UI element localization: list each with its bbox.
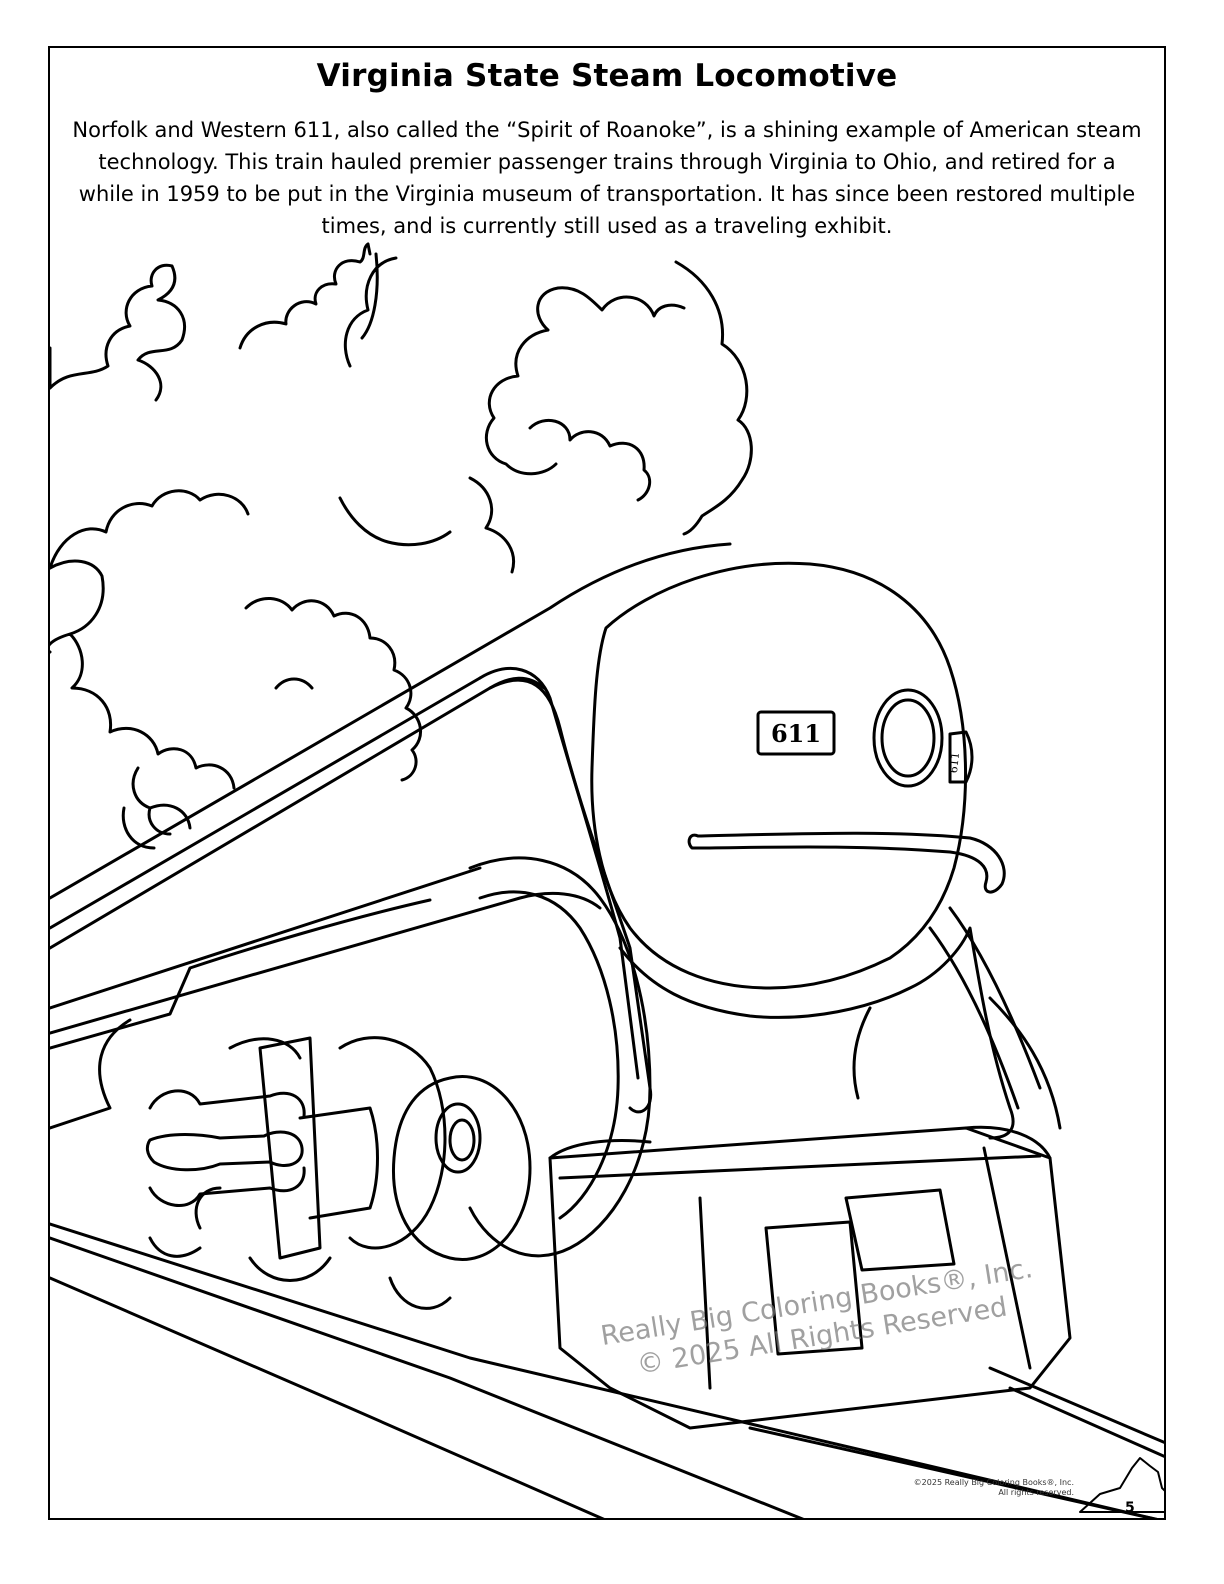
side-plate-text: 611 — [947, 752, 962, 774]
footer-copyright: ©2025 Really Big Coloring Books®, Inc. A… — [914, 1478, 1074, 1498]
headlight-inner — [880, 698, 936, 778]
rail-right — [988, 1366, 1164, 1444]
number-plate — [756, 710, 836, 756]
number-plate-text-layer: 611 611 — [771, 719, 962, 774]
page-description: Norfolk and Western 611, also called the… — [72, 118, 1142, 238]
boiler-top-line — [50, 542, 732, 900]
pilot-panel-left — [764, 1220, 864, 1356]
locomotive-illustration — [50, 242, 1164, 1518]
footer-copyright-line2: All rights reserved. — [998, 1488, 1074, 1497]
front-fender — [618, 926, 1015, 1140]
number-plate-text: 611 — [771, 719, 821, 748]
coloring-page: Virginia State Steam Locomotive Norfolk … — [48, 46, 1166, 1520]
footer-copyright-line1: ©2025 Really Big Coloring Books®, Inc. — [913, 1478, 1074, 1487]
nose-cone — [590, 561, 968, 990]
virginia-outline-icon — [1079, 1457, 1164, 1513]
handrail — [687, 831, 1006, 894]
driving-wheel — [391, 1075, 532, 1261]
drive-rod — [145, 1130, 304, 1172]
driving-wheel-cover — [468, 856, 652, 1258]
rail-left — [50, 1222, 1158, 1518]
side-plate — [948, 730, 974, 784]
page-title: Virginia State Steam Locomotive — [316, 58, 898, 94]
pilot-panel-right — [844, 1188, 956, 1272]
steam-cloud — [50, 242, 753, 850]
leading-wheel — [388, 1276, 452, 1310]
page-number: 5 — [1125, 1500, 1135, 1516]
headlight-outer — [872, 688, 944, 788]
